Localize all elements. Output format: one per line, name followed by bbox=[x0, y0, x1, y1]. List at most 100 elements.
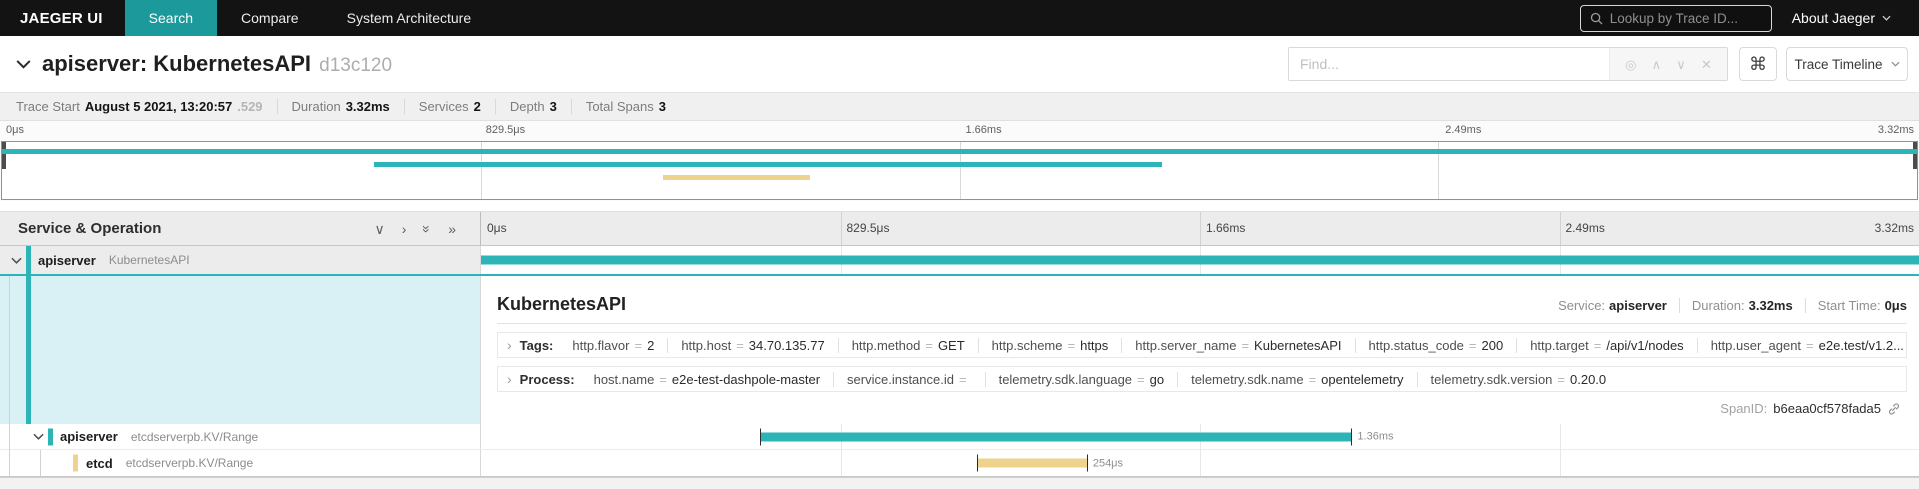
kv-equals: = bbox=[736, 337, 744, 353]
minimap-right-drag-handle[interactable] bbox=[1913, 142, 1917, 169]
span-row-etcd-etcdrange: etcd etcdserverpb.KV/Range 254μs bbox=[0, 450, 1919, 477]
about-jaeger-menu[interactable]: About Jaeger bbox=[1792, 10, 1891, 26]
span-bar-etcd-etcdserverpb-kv-range[interactable]: 254μs bbox=[977, 454, 1123, 472]
trace-id-lookup[interactable] bbox=[1579, 4, 1772, 32]
kv-key: telemetry.sdk.version bbox=[1430, 371, 1553, 387]
span-boundary-tick bbox=[759, 428, 761, 445]
top-nav: JAEGER UI Search Compare System Architectu… bbox=[0, 0, 1919, 36]
kv-key: http.target bbox=[1530, 337, 1589, 353]
nav-tab-system-architecture[interactable]: System Architecture bbox=[346, 10, 472, 26]
kv-value: GET bbox=[937, 337, 965, 353]
process-label: Process: bbox=[519, 371, 575, 387]
minimap-left-drag-handle[interactable] bbox=[2, 142, 6, 169]
axis-tick-label: 829.5μs bbox=[846, 221, 890, 235]
axis-tick-label: 2.49ms bbox=[1445, 124, 1482, 136]
axis-tick-label: 0μs bbox=[6, 124, 24, 136]
jaeger-logo[interactable]: JAEGER UI bbox=[20, 9, 103, 27]
axis-tick-label: 829.5μs bbox=[485, 124, 526, 136]
kv-equals: = bbox=[1137, 371, 1145, 387]
span-bar-cell[interactable] bbox=[481, 246, 1919, 274]
axis-tick-label: 1.66ms bbox=[1206, 221, 1246, 235]
span-name-cell[interactable]: apiserver KubernetesAPI bbox=[0, 246, 481, 274]
clear-find-icon[interactable]: ✕ bbox=[1700, 56, 1712, 72]
span-duration-label: 254μs bbox=[1092, 457, 1124, 469]
summary-label: Duration bbox=[291, 99, 341, 114]
kv-value: 2 bbox=[647, 337, 655, 353]
find-result-controls: ◎ ∧ ∨ ✕ bbox=[1609, 48, 1727, 80]
search-icon bbox=[1590, 12, 1603, 25]
trace-view-label: Trace Timeline bbox=[1794, 56, 1883, 72]
span-collapse-chevron-icon[interactable] bbox=[8, 252, 24, 268]
kv-http-user-agent: http.user_agent=e2e.test/v1.2... bbox=[1698, 338, 1906, 353]
detail-meta-value: apiserver bbox=[1609, 298, 1667, 313]
kv-telemetry-sdk-name: telemetry.sdk.name=opentelemetry bbox=[1178, 371, 1418, 387]
chevron-down-icon bbox=[1891, 61, 1900, 67]
span-detail-name-column[interactable] bbox=[0, 276, 481, 424]
indent-guide bbox=[40, 450, 41, 477]
span-bar-cell[interactable]: 254μs bbox=[481, 450, 1919, 476]
process-accordion[interactable]: › Process: host.name=e2e-test-dashpole-m… bbox=[497, 366, 1907, 392]
trace-view-dropdown[interactable]: Trace Timeline bbox=[1786, 47, 1908, 81]
expand-one-icon[interactable]: › bbox=[401, 220, 407, 237]
span-color-block bbox=[48, 428, 53, 445]
nav-tab-compare[interactable]: Compare bbox=[241, 10, 299, 26]
gridline bbox=[840, 212, 842, 245]
collapse-one-icon[interactable]: ∨ bbox=[374, 220, 385, 237]
chevron-right-icon: › bbox=[507, 371, 512, 387]
span-boundary-tick bbox=[1086, 454, 1088, 472]
bottom-strip bbox=[0, 477, 1919, 489]
kv-http-flavor: http.flavor=2 bbox=[559, 337, 669, 353]
span-name-cell[interactable]: etcd etcdserverpb.KV/Range bbox=[0, 450, 481, 476]
span-collapse-chevron-icon[interactable] bbox=[30, 429, 46, 445]
span-row-apiserver-kubernetesapi: apiserver KubernetesAPI bbox=[0, 246, 1919, 274]
span-bar-cell[interactable]: 1.36ms bbox=[481, 424, 1919, 449]
span-bar-apiserver-etcdserverpb-kv-range[interactable]: 1.36ms bbox=[759, 428, 1394, 445]
span-duration-label: 1.36ms bbox=[1357, 430, 1394, 443]
gridline bbox=[1559, 212, 1561, 245]
span-name-cell[interactable]: apiserver etcdserverpb.KV/Range bbox=[0, 424, 481, 449]
chevron-down-icon bbox=[1882, 15, 1891, 21]
nav-tab-search[interactable]: Search bbox=[124, 0, 218, 36]
span-row-apiserver-etcdrange: apiserver etcdserverpb.KV/Range 1.36ms bbox=[0, 424, 1919, 450]
summary-label: Total Spans bbox=[585, 99, 654, 114]
expand-all-icon[interactable]: » bbox=[448, 220, 456, 237]
chevron-right-icon: › bbox=[507, 337, 512, 353]
kv-key: service.instance.id bbox=[847, 371, 954, 387]
spanid-value: b6eaa0cf578fada5 bbox=[1773, 401, 1881, 416]
axis-tick-label: 2.49ms bbox=[1565, 221, 1605, 235]
prev-result-icon[interactable]: ∧ bbox=[1651, 56, 1662, 72]
collapse-all-icon[interactable]: » bbox=[419, 224, 436, 233]
tags-label: Tags: bbox=[519, 337, 554, 353]
kv-equals: = bbox=[1593, 337, 1602, 353]
minimap-span-apiserver bbox=[2, 149, 1917, 154]
kv-host-name: host.name=e2e-test-dashpole-master bbox=[581, 371, 835, 387]
spanid-label: SpanID: bbox=[1720, 401, 1768, 416]
span-bar-apiserver-kubernetesapi[interactable] bbox=[481, 255, 1919, 265]
collapse-trace-chevron-icon[interactable] bbox=[16, 59, 31, 69]
service-operation-label: Service & Operation bbox=[18, 220, 162, 237]
find-input[interactable] bbox=[1289, 48, 1609, 80]
trace-title: apiserver: KubernetesAPI d13c120 bbox=[42, 51, 393, 76]
trace-id-lookup-input[interactable] bbox=[1609, 10, 1762, 26]
selected-span-accent bbox=[26, 246, 31, 424]
link-icon[interactable] bbox=[1887, 402, 1901, 416]
gridline bbox=[1559, 450, 1561, 476]
minimap-canvas[interactable] bbox=[1, 141, 1918, 200]
nav-right: About Jaeger bbox=[1579, 0, 1919, 36]
keyboard-shortcuts-button[interactable]: ⌘ bbox=[1739, 47, 1777, 81]
span-operation-name: KubernetesAPI bbox=[108, 253, 190, 267]
summary-value: 3 bbox=[549, 99, 557, 114]
next-result-icon[interactable]: ∨ bbox=[1676, 56, 1686, 72]
gridline bbox=[959, 142, 961, 199]
kv-http-method: http.method=GET bbox=[839, 337, 979, 353]
trace-header: apiserver: KubernetesAPI d13c120 ◎∧∨✕ ⌘ … bbox=[0, 36, 1919, 93]
match-target-icon[interactable]: ◎ bbox=[1625, 56, 1637, 72]
kv-value: opentelemetry bbox=[1321, 371, 1404, 387]
